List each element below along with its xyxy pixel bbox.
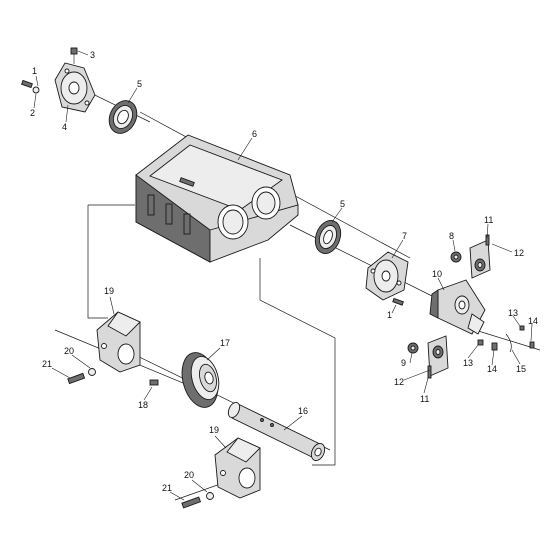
callout-10: 10 <box>432 269 442 279</box>
flange-plate-part-7 <box>365 251 409 301</box>
cap-part-9 <box>407 342 419 354</box>
callout-16: 16 <box>298 406 308 416</box>
callout-11-upper: 11 <box>484 215 493 225</box>
callout-21-lower: 21 <box>162 483 172 493</box>
oil-seal-part-5-upper <box>108 100 138 134</box>
reference-frame-lines <box>87 204 336 466</box>
callout-11-lower: 11 <box>420 394 429 404</box>
bearing-block-part-19-lower <box>214 437 261 499</box>
callout-14-lower: 14 <box>487 364 497 374</box>
fittings-part-13-14-15 <box>477 325 535 353</box>
callout-5-upper: 5 <box>137 79 142 89</box>
callout-14-upper: 14 <box>528 316 538 326</box>
callout-4: 4 <box>62 122 67 132</box>
callout-5-lower: 5 <box>340 199 345 209</box>
valve-block-part-10 <box>429 279 486 335</box>
callout-19-lower: 19 <box>209 425 219 435</box>
cap-part-8 <box>450 251 462 263</box>
callout-18: 18 <box>138 400 148 410</box>
gear-part-17 <box>181 352 220 408</box>
callout-20-upper: 20 <box>64 346 74 356</box>
callout-12-lower: 12 <box>394 377 404 387</box>
oil-seal-part-5-lower <box>314 220 342 254</box>
callout-8: 8 <box>449 231 454 241</box>
callout-9: 9 <box>401 358 406 368</box>
callout-1-lower: 1 <box>387 310 392 320</box>
shaft-part-16 <box>227 401 326 461</box>
callout-13-lower: 13 <box>463 358 473 368</box>
callout-15: 15 <box>516 364 526 374</box>
key-part-18 <box>149 379 159 386</box>
bracket-part-11-lower <box>427 335 449 379</box>
callout-13-upper: 13 <box>508 308 518 318</box>
washer-bolt-part-20-21-lower <box>181 492 214 509</box>
callout-12-upper: 12 <box>514 248 524 258</box>
callout-17: 17 <box>220 338 230 348</box>
callout-2: 2 <box>30 108 35 118</box>
gearbox-housing-part-6 <box>135 134 299 263</box>
leader-lines <box>33 50 533 501</box>
screw-part-1-lower <box>392 297 404 306</box>
callout-1-upper: 1 <box>32 66 37 76</box>
callout-3: 3 <box>90 50 95 60</box>
callout-21-upper: 21 <box>42 359 52 369</box>
screw-part-1 <box>21 79 40 94</box>
callout-6: 6 <box>252 129 257 139</box>
bracket-part-11-upper <box>469 234 491 279</box>
bolt-part-3 <box>70 47 78 64</box>
callout-labels: 1 2 3 4 5 6 5 7 8 11 12 1 10 13 14 9 13 … <box>30 50 538 493</box>
end-cover-part-4 <box>54 62 96 113</box>
washer-bolt-part-20-21-upper <box>67 368 96 385</box>
callout-20-lower: 20 <box>184 470 194 480</box>
callout-19-upper: 19 <box>104 286 114 296</box>
callout-7: 7 <box>402 231 407 241</box>
bearing-block-part-19-upper <box>96 311 141 373</box>
